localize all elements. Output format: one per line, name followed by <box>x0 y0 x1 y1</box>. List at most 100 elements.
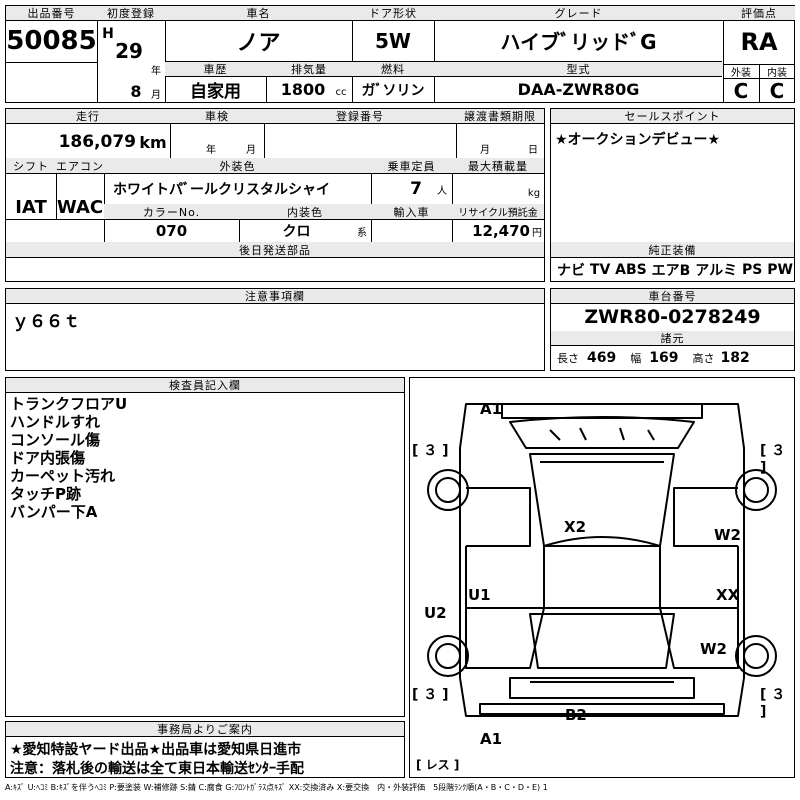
car-name-label: 車名 <box>165 6 352 20</box>
fuel-label: 燃料 <box>352 62 434 76</box>
listing-panel: 出品番号 50085 初度登録 H 29 年 8 月 車名 ノア ドア形状 5W… <box>5 5 795 103</box>
notes-panel: 注意事項欄 ｙ６６ｔ <box>5 288 545 371</box>
load-unit: kg <box>527 187 541 199</box>
plate-label: 登録番号 <box>264 109 456 123</box>
list-item: ハンドルすれ <box>10 413 101 431</box>
spare-tire: [ レス ] <box>416 758 460 772</box>
ac: WAC <box>56 197 104 218</box>
car-name: ノア <box>236 30 281 56</box>
color-no-label: カラーNo. <box>104 204 239 219</box>
car-diagram <box>427 403 777 717</box>
exterior-label: 外装 <box>731 67 751 79</box>
inspector-panel: 検査員記入欄 トランクフロアU ハンドルすれ コンソール傷 ドア内張傷 カーペッ… <box>5 377 405 717</box>
capacity-unit: 人 <box>437 185 447 197</box>
chassis-panel: 車台番号 ZWR80-0278249 諸元 長さ 469 幅 169 高さ 18… <box>550 288 795 371</box>
spec-row: 長さ 469 幅 169 高さ 182 <box>557 347 791 369</box>
tire-rr: [ ３ ] <box>760 687 786 720</box>
list-item: タッチP跡 <box>10 485 81 503</box>
list-item: ドア内張傷 <box>10 449 86 467</box>
inspector-list: トランクフロアU ハンドルすれ コンソール傷 ドア内張傷 カーペット汚れ タッチ… <box>10 395 127 521</box>
fuel: ガﾞソリン <box>361 82 425 99</box>
lot-number: 50085 <box>6 26 97 56</box>
transfer-label: 譲渡書類期限 <box>456 109 544 123</box>
interior-grade: C <box>769 78 785 103</box>
mileage-unit: km <box>139 132 167 152</box>
length-label: 長さ <box>557 352 579 365</box>
interior-label: 内装 <box>767 67 787 79</box>
equipment-item: アルミ <box>695 263 738 279</box>
mileage: 186,079 <box>58 132 136 152</box>
sales-point: ★オークションデビュー★ <box>555 132 721 148</box>
history-label: 車歴 <box>165 62 266 76</box>
history: 自家用 <box>190 82 241 102</box>
recycle-unit: 円 <box>532 227 542 239</box>
inspection-label: 車検 <box>170 109 264 123</box>
era: H <box>102 26 114 42</box>
recycle-fee: 12,470 <box>472 221 530 240</box>
load-label: 最大積載量 <box>452 158 544 173</box>
height-value: 182 <box>720 350 750 366</box>
legend: A:ｷｽﾞ U:ﾍｺﾐ B:ｷｽﾞを伴うﾍｺﾐ P:要塗装 W:補修跡 S:錆 … <box>5 783 548 792</box>
notes-label: 注意事項欄 <box>6 289 544 303</box>
length-value: 469 <box>587 350 617 366</box>
inspection-year-unit: 年 <box>206 144 216 156</box>
damage-right-front-door: W2 <box>714 526 741 544</box>
transfer-day-unit: 日 <box>528 144 538 156</box>
capacity: 7 <box>410 178 422 199</box>
damage-rear-bumper: B2 <box>565 706 587 724</box>
list-item: バンパー下A <box>10 503 98 521</box>
office-panel: 事務局よりご案内 ★愛知特設ヤード出品★出品車は愛知県日進市 注意：落札後の輸送… <box>5 721 405 778</box>
damage-front: A1 <box>480 400 503 418</box>
damage-left-rear-quarter: U2 <box>424 604 447 622</box>
import-label: 輸入車 <box>371 204 452 219</box>
sales-label: セールスポイント <box>551 109 794 123</box>
ac-label: エアコン <box>56 158 104 173</box>
height-label: 高さ <box>692 352 715 365</box>
displacement-label: 排気量 <box>266 62 352 76</box>
grade: ハイブﾞリッドﾞG <box>500 30 657 54</box>
equipment-item: PS <box>741 262 763 278</box>
color-label: 外装色 <box>104 158 371 173</box>
shift: IAT <box>15 197 47 218</box>
office-line-1: ★愛知特設ヤード出品★出品車は愛知県日進市 <box>10 742 302 758</box>
equipment-item: PW <box>767 262 793 278</box>
damage-left-rear-door: U1 <box>468 586 491 604</box>
list-item: カーペット汚れ <box>10 467 116 485</box>
width-label: 幅 <box>630 352 642 365</box>
capacity-label: 乗車定員 <box>371 158 452 173</box>
exterior-grade: C <box>733 78 749 103</box>
first-reg-label: 初度登録 <box>97 6 165 20</box>
chassis-label: 車台番号 <box>551 289 794 303</box>
transfer-month-unit: 月 <box>480 144 490 156</box>
door-label: ドア形状 <box>352 6 434 20</box>
shift-label: シフト <box>6 158 56 173</box>
tire-rf: [ ３ ] <box>760 443 786 476</box>
equipment-label: 純正装備 <box>551 242 794 257</box>
chassis-number: ZWR80-0278249 <box>584 306 761 328</box>
score-label: 評価点 <box>723 6 795 20</box>
exterior-color: ホワイトパﾞールクリスタルシャイ <box>113 181 330 198</box>
lot-label: 出品番号 <box>6 6 97 20</box>
door-type: 5W <box>375 28 411 53</box>
tire-lf: [ ３ ] <box>412 443 449 459</box>
tire-lr: [ ３ ] <box>412 687 449 703</box>
score: RA <box>740 28 778 56</box>
notes-text: ｙ６６ｔ <box>12 312 80 332</box>
damage-right-rear-door: XX <box>716 586 740 604</box>
displacement: 1800 <box>280 80 326 99</box>
displacement-unit: cc <box>335 86 347 98</box>
interior-color-label: 内装色 <box>239 204 371 219</box>
interior-color: クロ <box>282 223 311 240</box>
spec-label: 諸元 <box>551 331 794 345</box>
reg-month: 8 <box>130 81 142 101</box>
list-item: コンソール傷 <box>10 431 101 449</box>
interior-color-unit: 系 <box>357 227 367 239</box>
equipment-item: ナビ <box>557 263 585 279</box>
reg-year: 29 <box>115 39 143 63</box>
damage-rear: A1 <box>480 730 503 748</box>
grade-label: グレード <box>434 6 723 20</box>
equipment-item: ABS <box>615 262 647 278</box>
recycle-label: リサイクル預託金 <box>452 204 544 219</box>
equipment-item: TV <box>589 262 611 278</box>
color-no: 070 <box>155 221 188 240</box>
